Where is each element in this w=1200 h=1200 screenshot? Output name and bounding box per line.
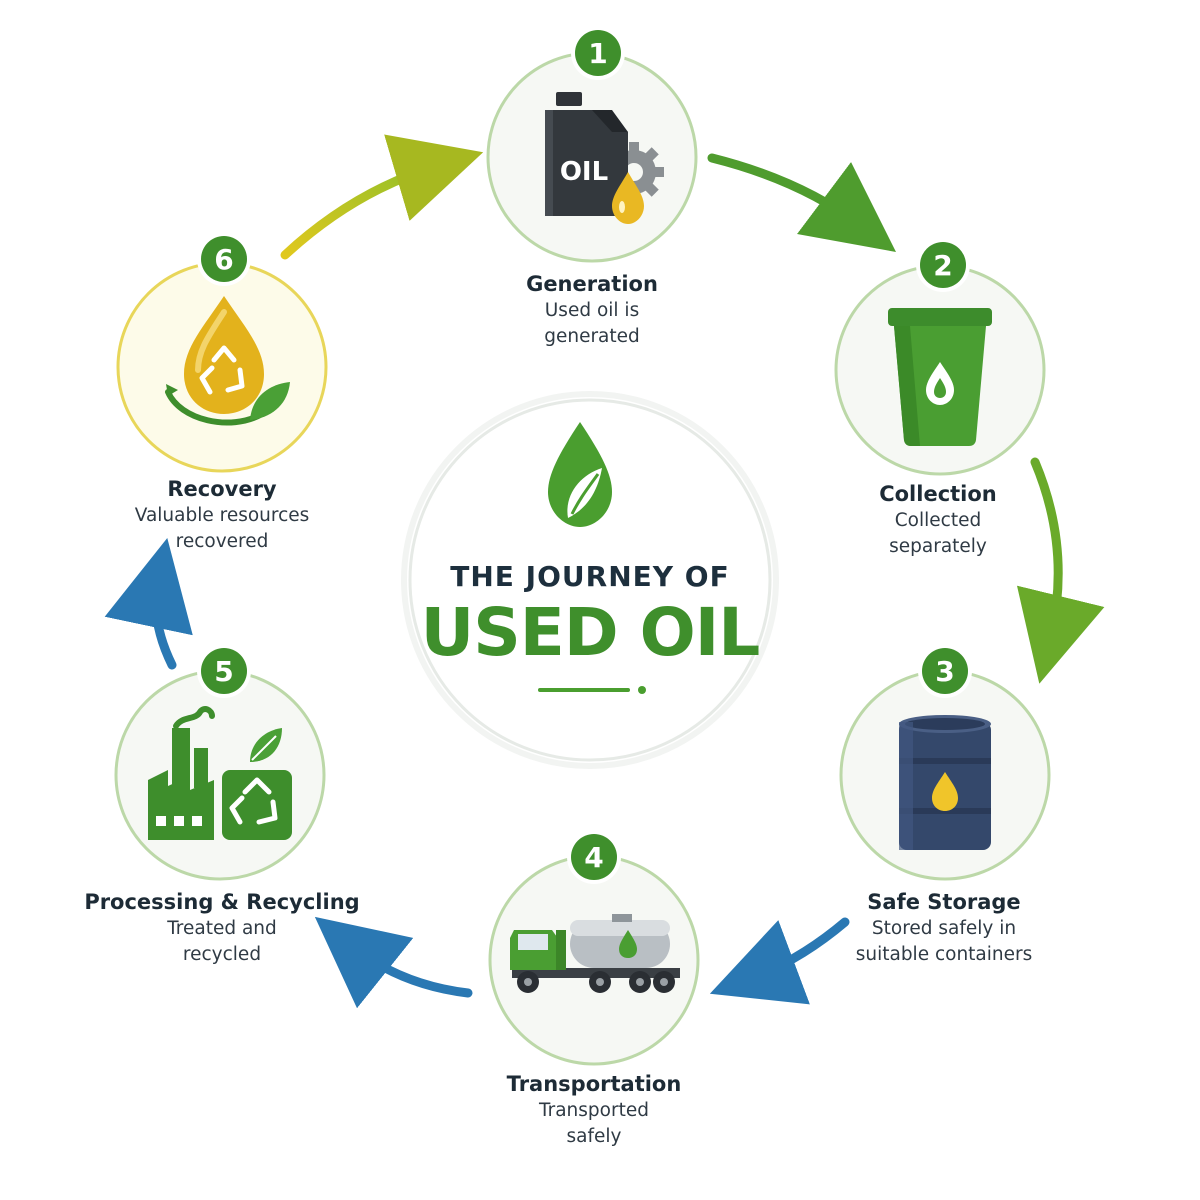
center-circle [408, 398, 772, 762]
step-3-desc-line2: suitable containers [855, 944, 1033, 965]
leaf-drop-logo [548, 422, 612, 527]
arrow-2-to-3 [1016, 457, 1105, 684]
arrow-5-to-6 [104, 537, 193, 670]
step-1-title: Generation [526, 272, 658, 296]
step-5-desc-line2: recycled [182, 944, 262, 965]
step-4-title: Transportation [506, 1072, 682, 1096]
step-5-title: Processing & Recycling [84, 890, 360, 914]
step-5-desc-line1: Treated and [167, 918, 277, 939]
arrow-6-to-1 [280, 134, 484, 260]
title-top: THE JOURNEY OF [450, 560, 730, 593]
step-2-desc-line2: separately [889, 536, 987, 557]
step-6-number-badge: 6 [201, 236, 247, 282]
step-5-number-badge: 5 [201, 648, 247, 694]
step-4-desc-line2: safely [566, 1126, 622, 1147]
step-1-number-badge: 1 [575, 30, 621, 76]
step-6-desc-line1: Valuable resources [134, 505, 310, 526]
arrow-3-to-4 [709, 917, 850, 1005]
step-1-desc-line2: generated [544, 326, 640, 347]
step-4-desc-line1: Transported [539, 1100, 649, 1121]
title-main: USED OIL [420, 594, 761, 671]
arrow-4-to-5 [314, 916, 473, 1009]
step-2-number-badge: 2 [920, 242, 966, 288]
step-6-title: Recovery [167, 477, 277, 501]
step-3-number-badge: 3 [922, 648, 968, 694]
step-3-desc-line1: Stored safely in [871, 918, 1017, 939]
step-3-title: Safe Storage [867, 890, 1021, 914]
arrow-1-to-2 [707, 153, 897, 252]
step-2-title: Collection [879, 482, 997, 506]
step-1-desc-line1: Used oil is [544, 300, 640, 321]
step-4-number-badge: 4 [571, 834, 617, 880]
step-2-desc-line1: Collected [894, 510, 982, 531]
step-6-desc-line2: recovered [175, 531, 269, 552]
